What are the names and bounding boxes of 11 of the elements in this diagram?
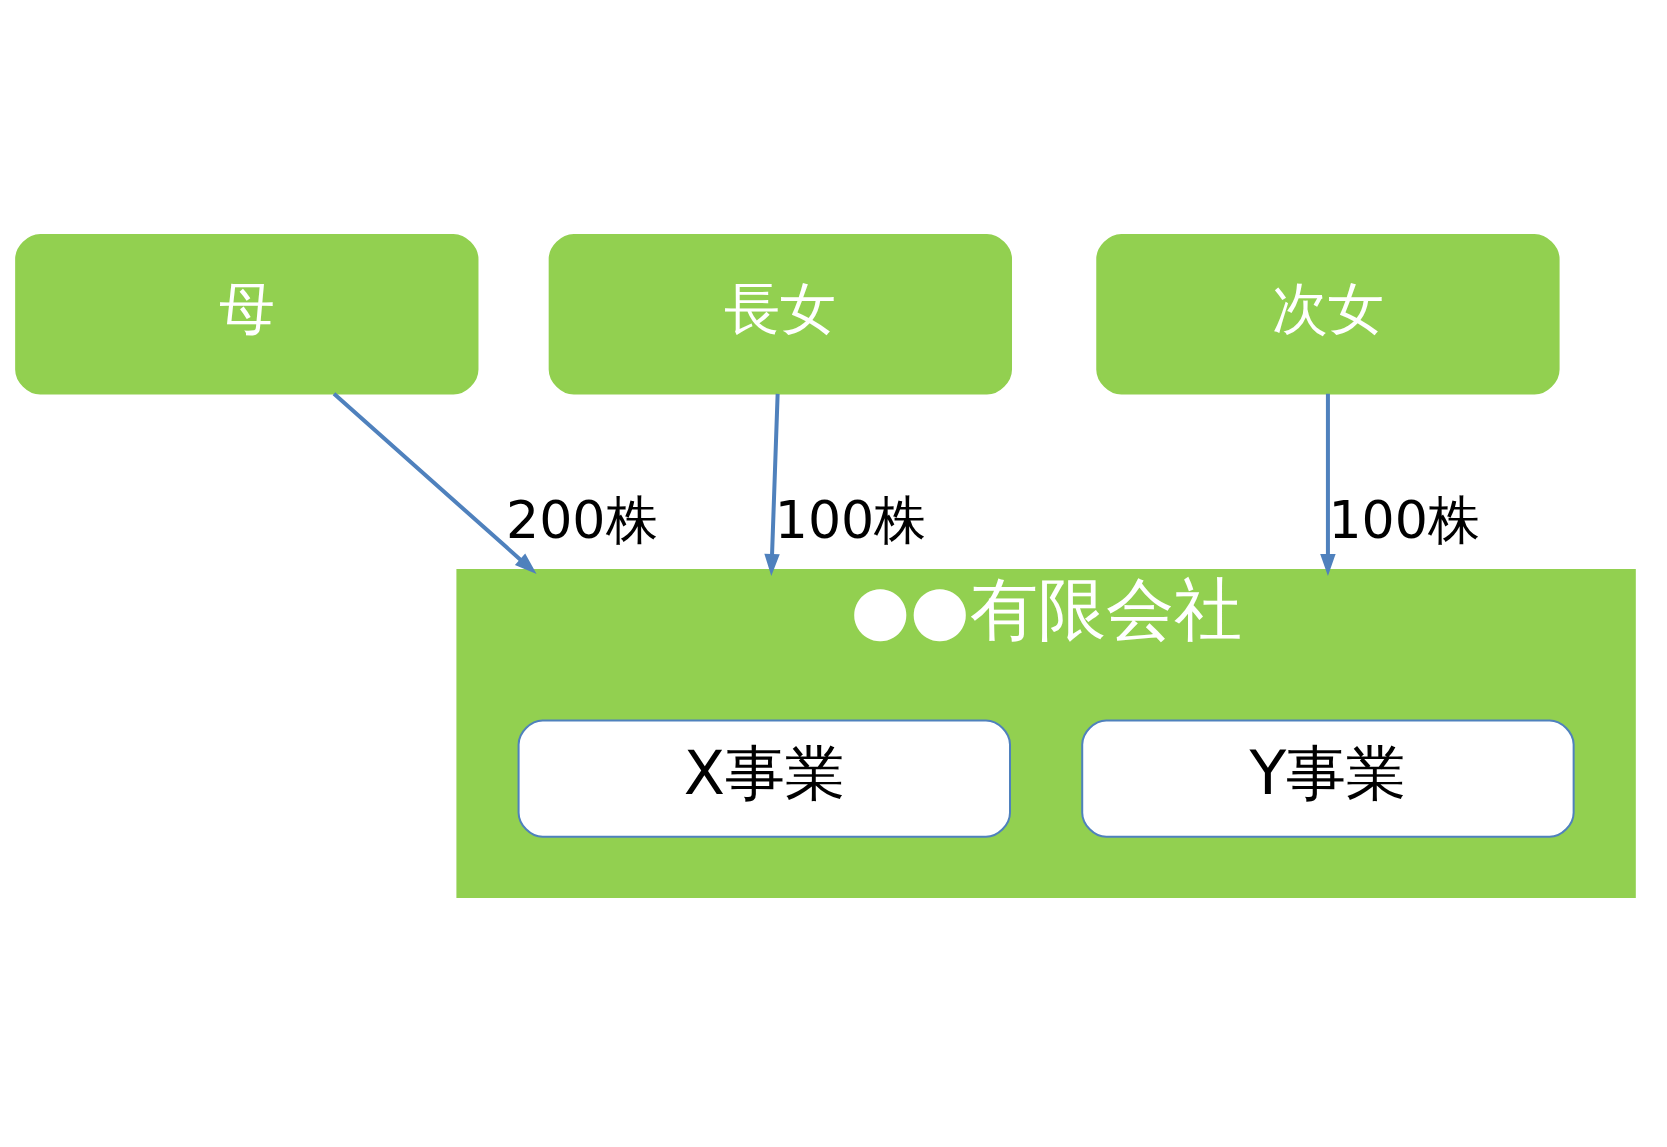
arrow [332,391,537,574]
arrow [764,393,780,576]
edge-label: 100株 [1328,488,1480,549]
edge-label: 200株 [506,488,658,549]
node-box: 母 [15,233,479,394]
node-box: 長女 [548,233,1012,394]
node-box: Y事業 [1081,718,1575,838]
arrow [1320,393,1336,576]
edge-label: 100株 [774,488,927,549]
node-box: 次女 [1096,233,1560,394]
node-box: X事業 [517,718,1011,838]
